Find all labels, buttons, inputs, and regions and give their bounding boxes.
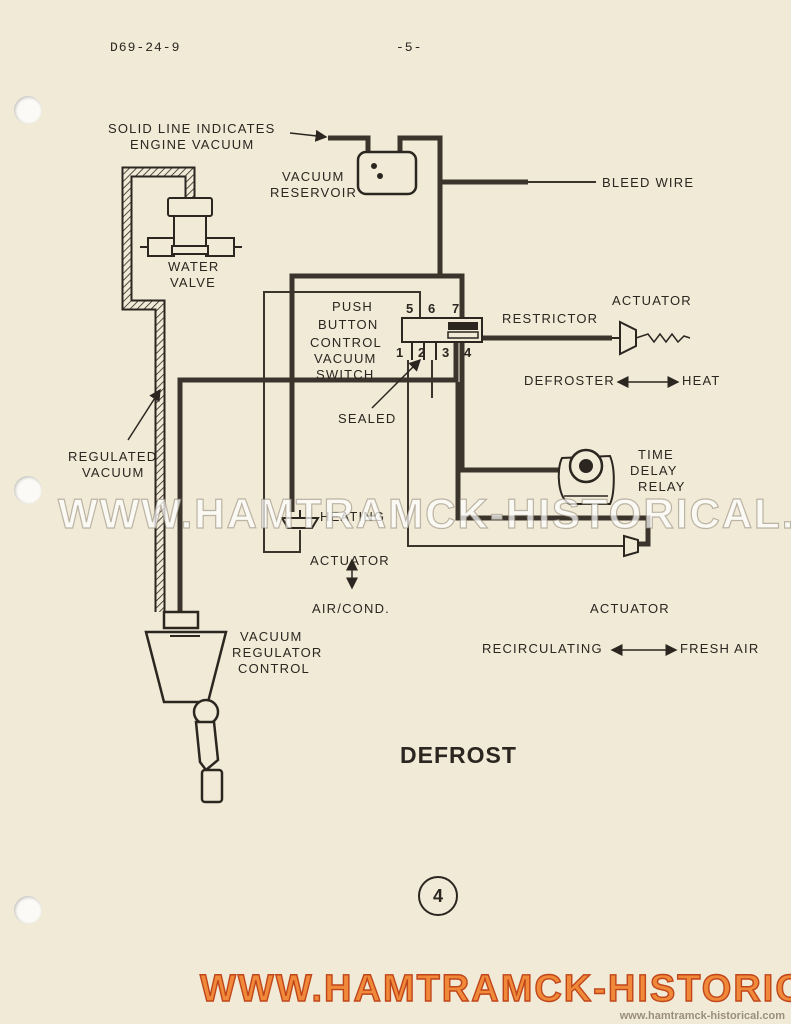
watermark-bottom: WWW.HAMTRAMCK-HISTORICAL.COM bbox=[199, 967, 791, 1010]
water-valve bbox=[140, 197, 242, 257]
watermark-middle: WWW.HAMTRAMCK-HISTORICAL.COM bbox=[57, 489, 791, 537]
port-4: 4 bbox=[464, 345, 473, 360]
figure-number: 4 bbox=[418, 876, 458, 916]
label-valve: VALVE bbox=[170, 275, 216, 290]
binder-hole-bottom bbox=[14, 896, 42, 924]
watermark-small: www.hamtramck-historical.com bbox=[619, 1010, 785, 1022]
label-fresh-air: FRESH AIR bbox=[680, 641, 760, 656]
label-vacuum-regulator-3: CONTROL bbox=[238, 661, 310, 676]
engine-vacuum-lines bbox=[177, 135, 651, 612]
port-2: 2 bbox=[418, 345, 427, 360]
label-vacuum-regulator-2: REGULATOR bbox=[232, 645, 323, 660]
port-6: 6 bbox=[428, 301, 437, 316]
label-heat: HEAT bbox=[682, 373, 721, 388]
label-relay: RELAY bbox=[638, 479, 686, 494]
label-vacuum: VACUUM bbox=[314, 351, 377, 366]
diagram-title: DEFROST bbox=[400, 742, 517, 768]
label-bleed-wire: BLEED WIRE bbox=[602, 175, 695, 190]
defroster-actuator bbox=[612, 320, 691, 356]
recirculating-actuator bbox=[623, 534, 639, 558]
label-vacuum-reservoir-2: RESERVOIR bbox=[270, 185, 358, 200]
label-actuator-mid: ACTUATOR bbox=[310, 553, 390, 568]
page-number: -5- bbox=[396, 40, 423, 55]
binder-hole-top bbox=[14, 96, 42, 124]
port-1: 1 bbox=[396, 345, 405, 360]
time-delay-relay bbox=[557, 448, 615, 505]
label-restrictor: RESTRICTOR bbox=[502, 311, 599, 326]
label-sealed: SEALED bbox=[338, 411, 397, 426]
label-water: WATER bbox=[168, 259, 220, 274]
label-air-cond: AIR/COND. bbox=[312, 601, 390, 616]
label-vacuum-reservoir-1: VACUUM bbox=[282, 169, 345, 184]
label-control: CONTROL bbox=[310, 335, 382, 350]
binder-hole-middle bbox=[14, 476, 42, 504]
thin-vacuum-lines bbox=[263, 291, 628, 553]
label-actuator-right: ACTUATOR bbox=[590, 601, 670, 616]
document-number: D69-24-9 bbox=[110, 40, 181, 55]
label-regulated: REGULATED bbox=[68, 449, 158, 464]
regulated-vacuum-line bbox=[121, 166, 196, 612]
label-delay: DELAY bbox=[630, 463, 678, 478]
label-vacuum-regulator-1: VACUUM bbox=[240, 629, 303, 644]
label-defroster: DEFROSTER bbox=[524, 373, 615, 388]
port-3: 3 bbox=[442, 345, 451, 360]
label-solid-line: SOLID LINE INDICATES bbox=[108, 121, 276, 136]
port-7: 7 bbox=[452, 301, 461, 316]
label-actuator-top: ACTUATOR bbox=[612, 293, 692, 308]
port-5: 5 bbox=[406, 301, 415, 316]
push-button-switch bbox=[401, 317, 483, 360]
label-heating: HEATING bbox=[320, 509, 386, 524]
label-switch: SWITCH bbox=[316, 367, 375, 382]
label-button: BUTTON bbox=[318, 317, 379, 332]
label-recirculating: RECIRCULATING bbox=[482, 641, 603, 656]
vacuum-reservoir bbox=[356, 150, 418, 196]
vacuum-regulator-control bbox=[144, 610, 228, 804]
label-engine-vacuum: ENGINE VACUUM bbox=[130, 137, 255, 152]
label-time: TIME bbox=[638, 447, 674, 462]
label-regulated-vacuum: VACUUM bbox=[82, 465, 145, 480]
pointer-arrows bbox=[127, 129, 680, 656]
label-push: PUSH bbox=[332, 299, 373, 314]
